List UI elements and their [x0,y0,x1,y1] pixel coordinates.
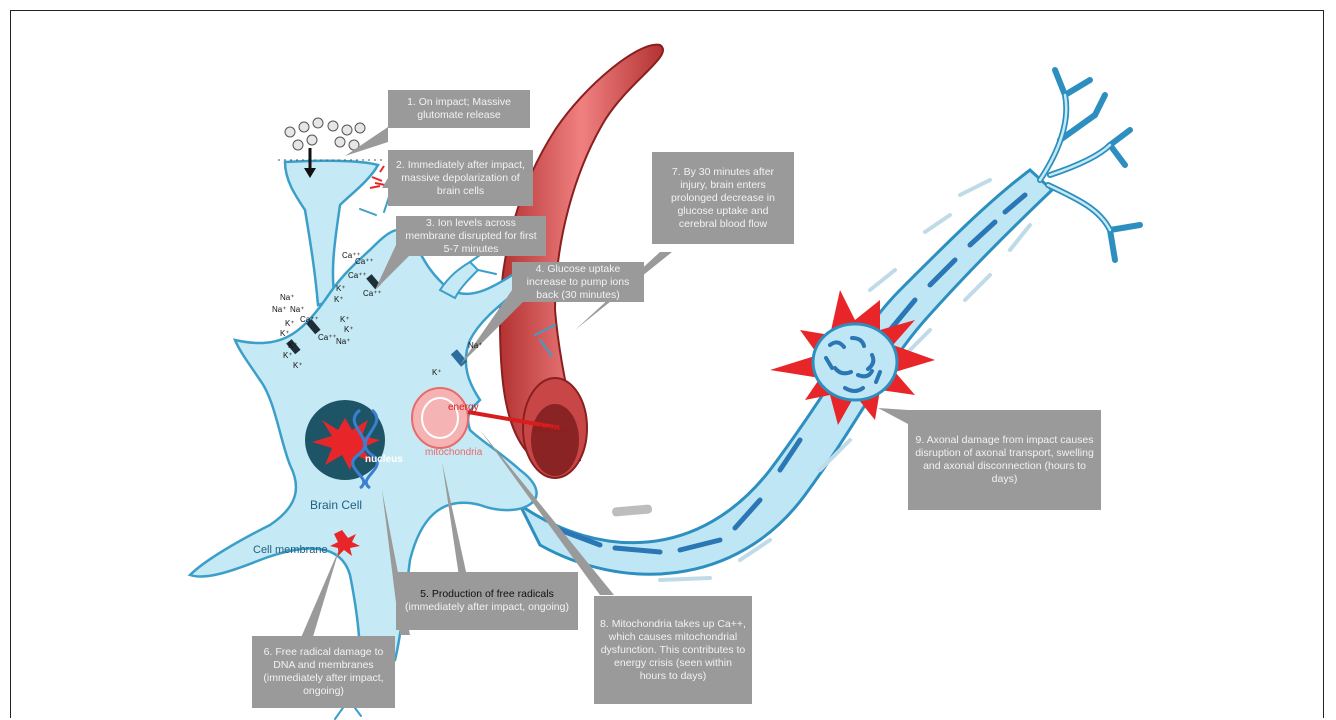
callout-5-note: (immediately after impact, ongoing) [405,601,569,614]
energy-label: energy [448,402,479,413]
nucleus-label: nucleus [365,454,403,465]
callout-4: 4. Glucose uptake increase to pump ions … [512,262,644,302]
glutamate-vesicles [285,118,365,150]
ion-label-na: Na⁺ [290,305,304,314]
ion-label-na: Na⁺ [336,337,350,346]
axon-terminal-branches [1040,70,1140,260]
ion-label-k: K⁺ [283,351,293,360]
callout-9: 9. Axonal damage from impact causes disr… [908,410,1101,510]
mitochondria-label: mitochondria [425,447,483,458]
ion-label-k: K⁺ [280,329,290,338]
axon-swelling [813,324,897,400]
ion-label-k: K⁺ [432,368,442,377]
ion-label-k: K⁺ [336,284,346,293]
ion-label-na: Na⁺ [280,293,294,302]
ion-label-ca: Ca⁺⁺ [300,315,319,324]
callout-1: 1. On impact; Massive glutomate release [388,90,530,128]
callout-5: 5. Production of free radicals (immediat… [396,572,578,630]
brain-cell-label: Brain Cell [310,498,362,512]
ion-label-k: K⁺ [344,325,354,334]
callout-6: 6. Free radical damage to DNA and membra… [252,636,395,708]
cell-membrane-label: Cell membrane [253,544,328,556]
ion-label-ca: Ca⁺⁺ [363,289,382,298]
ion-label-k: K⁺ [288,341,298,350]
ion-label-ca: Ca⁺⁺ [355,257,374,266]
glucose-label: glucose [534,424,569,435]
ion-label-ca: Ca⁺⁺ [318,333,337,342]
ion-label-ca: Ca⁺⁺ [348,271,367,280]
ion-label-k: K⁺ [340,315,350,324]
ion-label-na: Na⁺ [468,341,482,350]
ion-label-k: K⁺ [293,361,303,370]
callout-3: 3. Ion levels across membrane disrupted … [396,216,546,256]
ion-label-k: K⁺ [285,319,295,328]
callout-8: 8. Mitochondria takes up Ca++, which cau… [594,596,752,704]
blood-vessel-lumen [531,404,579,476]
ion-label-na: Na⁺ [272,305,286,314]
axon-fragment [612,504,653,516]
ion-label-k: K⁺ [334,295,344,304]
callout-5-title: 5. Production of free radicals [420,588,554,601]
callout-2: 2. Immediately after impact, massive dep… [388,150,533,206]
callout-7: 7. By 30 minutes after injury, brain ent… [652,152,794,244]
